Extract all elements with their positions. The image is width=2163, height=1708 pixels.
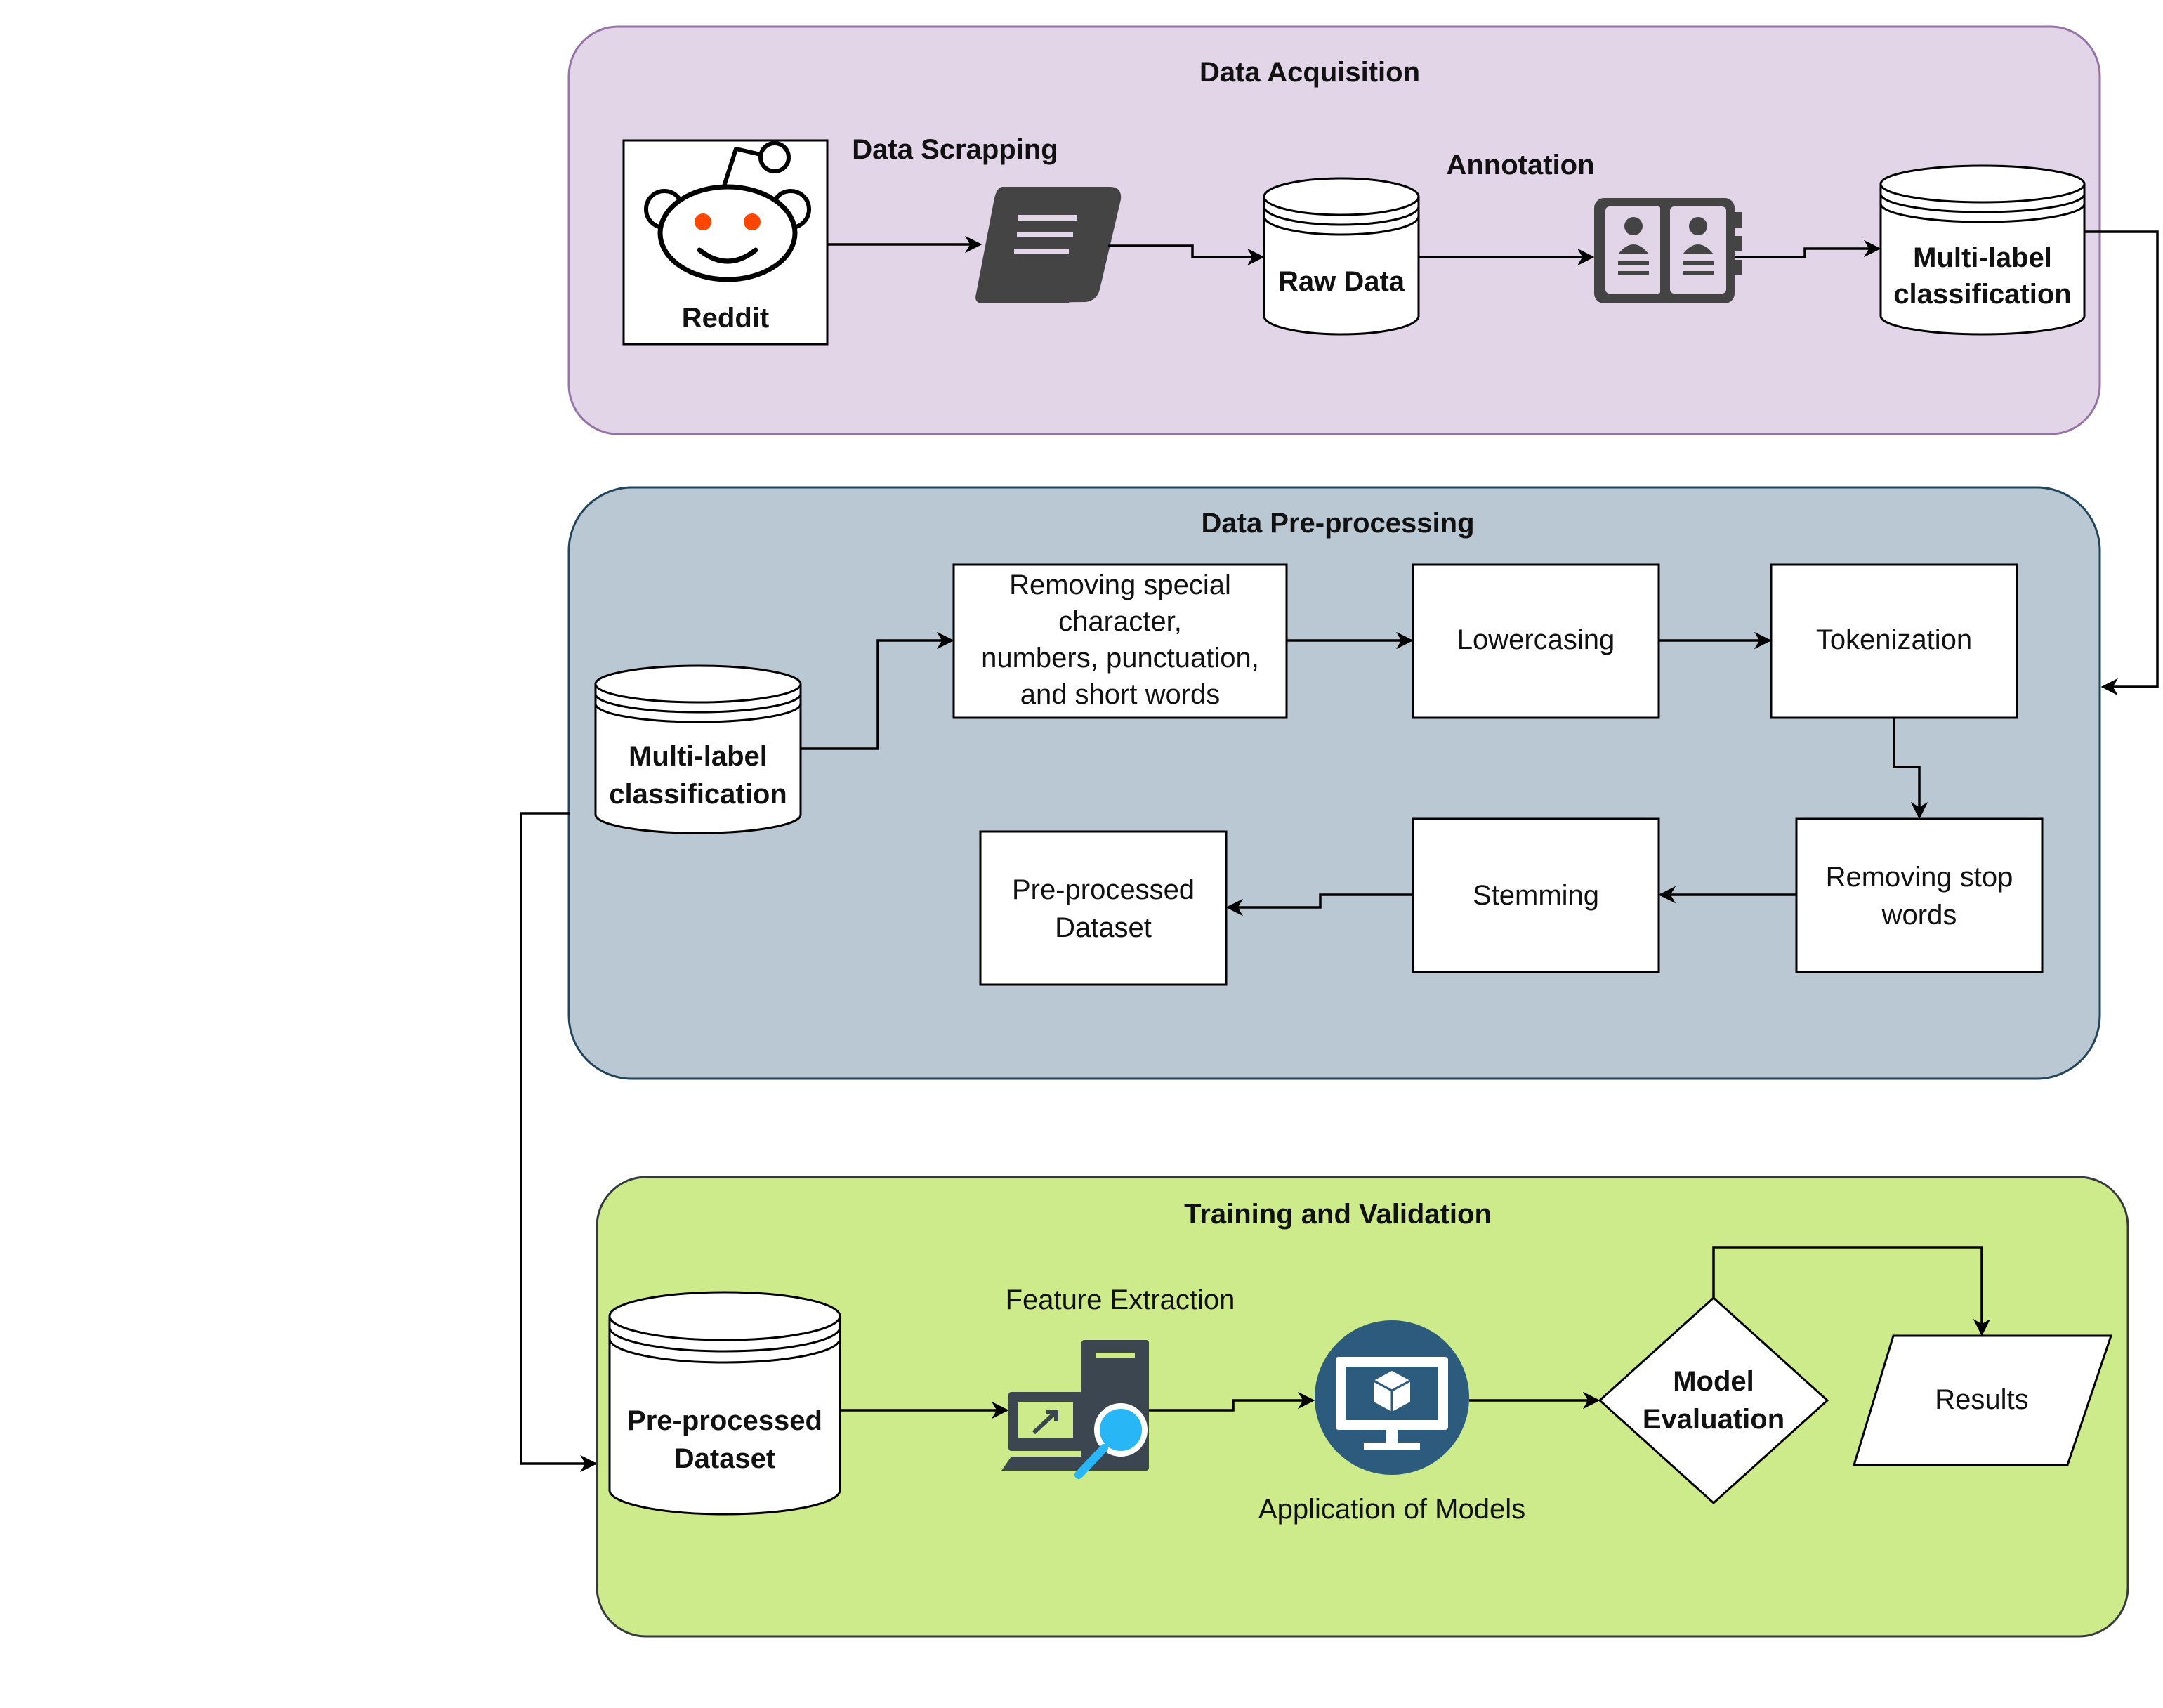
data-scrapping-label: Data Scrapping xyxy=(852,134,1058,165)
tokenization-node: Tokenization xyxy=(1770,563,2018,719)
model-evaluation-node: Model Evaluation xyxy=(1598,1296,1829,1505)
lowercasing-node: Lowercasing xyxy=(1412,563,1660,719)
raw-data-label: Raw Data xyxy=(1278,266,1405,297)
computer-search-icon xyxy=(1001,1340,1149,1479)
stemming-label: Stemming xyxy=(1473,880,1599,911)
results-label: Results xyxy=(1935,1384,2028,1415)
raw-data-database: Raw Data xyxy=(1263,177,1420,336)
multilabel-top-label-1: Multi-label xyxy=(1913,242,2052,273)
preprocessed-database: Pre-processed Dataset xyxy=(608,1291,841,1516)
application-models-label: Application of Models xyxy=(1258,1494,1525,1525)
edge-multilabel-to-removing xyxy=(801,631,954,750)
section-data-preprocessing: Data Pre-processing Multi-label classifi… xyxy=(567,486,2101,1080)
stemming-node: Stemming xyxy=(1412,817,1660,973)
removing-stop-line-1: Removing stop xyxy=(1826,862,2013,893)
preprocessed-db-label-2: Dataset xyxy=(674,1443,776,1474)
edge-scroll-to-rawdata xyxy=(1108,244,1265,266)
results-node: Results xyxy=(1852,1334,2113,1466)
preprocessed-node-line-2: Dataset xyxy=(1055,912,1152,943)
edge-evaluation-to-results xyxy=(1712,1246,1991,1336)
edge-annotation-to-multilabel xyxy=(1735,239,1881,258)
edge-tokenization-to-stopwords xyxy=(1893,718,1928,820)
multilabel-top-label-2: classification xyxy=(1893,279,2071,310)
section-title-training: Training and Validation xyxy=(1184,1199,1492,1230)
removing-special-line-1: Removing special xyxy=(1009,570,1231,600)
multilabel-mid-label-2: classification xyxy=(609,779,787,810)
scroll-document-icon xyxy=(975,187,1122,303)
preprocessed-dataset-node: Pre-processed Dataset xyxy=(979,830,1228,986)
section-data-acquisition: Data Acquisition Reddit Data Scrapp xyxy=(567,25,2101,435)
section-title-acquisition: Data Acquisition xyxy=(1199,57,1420,88)
multilabel-database-top: Multi-label classification xyxy=(1879,164,2086,336)
model-eval-line-1: Model xyxy=(1673,1366,1754,1397)
lowercasing-label: Lowercasing xyxy=(1457,624,1615,655)
multilabel-mid-label-1: Multi-label xyxy=(629,741,768,772)
monitor-cube-icon xyxy=(1315,1320,1469,1475)
removing-special-node: Removing special character, numbers, pun… xyxy=(952,563,1288,719)
section-training-validation: Training and Validation Pre-processed Da… xyxy=(596,1176,2129,1638)
address-book-icon xyxy=(1594,198,1742,303)
edge-stemming-to-preprocessed xyxy=(1225,893,1413,917)
reddit-logo-icon xyxy=(644,141,811,282)
removing-special-line-2: character, xyxy=(1058,606,1182,637)
model-eval-line-2: Evaluation xyxy=(1643,1404,1784,1435)
feature-extraction-label: Feature Extraction xyxy=(1006,1285,1235,1315)
edge-acquisition-to-preprocessing xyxy=(2084,230,2159,696)
edge-preprocessing-to-training xyxy=(520,812,598,1473)
removing-stop-line-2: words xyxy=(1881,900,1957,931)
reddit-node: Reddit xyxy=(622,139,829,346)
preprocessed-db-label-1: Pre-processed xyxy=(627,1405,822,1436)
reddit-label: Reddit xyxy=(682,303,769,334)
removing-special-line-3: numbers, punctuation, xyxy=(981,643,1259,674)
edge-feature-to-models xyxy=(1149,1391,1315,1412)
tokenization-label: Tokenization xyxy=(1816,624,1972,655)
annotation-label: Annotation xyxy=(1446,150,1594,180)
section-title-preprocessing: Data Pre-processing xyxy=(1201,508,1474,539)
removing-special-line-4: and short words xyxy=(1020,679,1221,710)
preprocessed-node-line-1: Pre-processed xyxy=(1012,874,1195,905)
multilabel-database-mid: Multi-label classification xyxy=(594,664,802,834)
removing-stop-words-node: Removing stop words xyxy=(1795,817,2044,973)
